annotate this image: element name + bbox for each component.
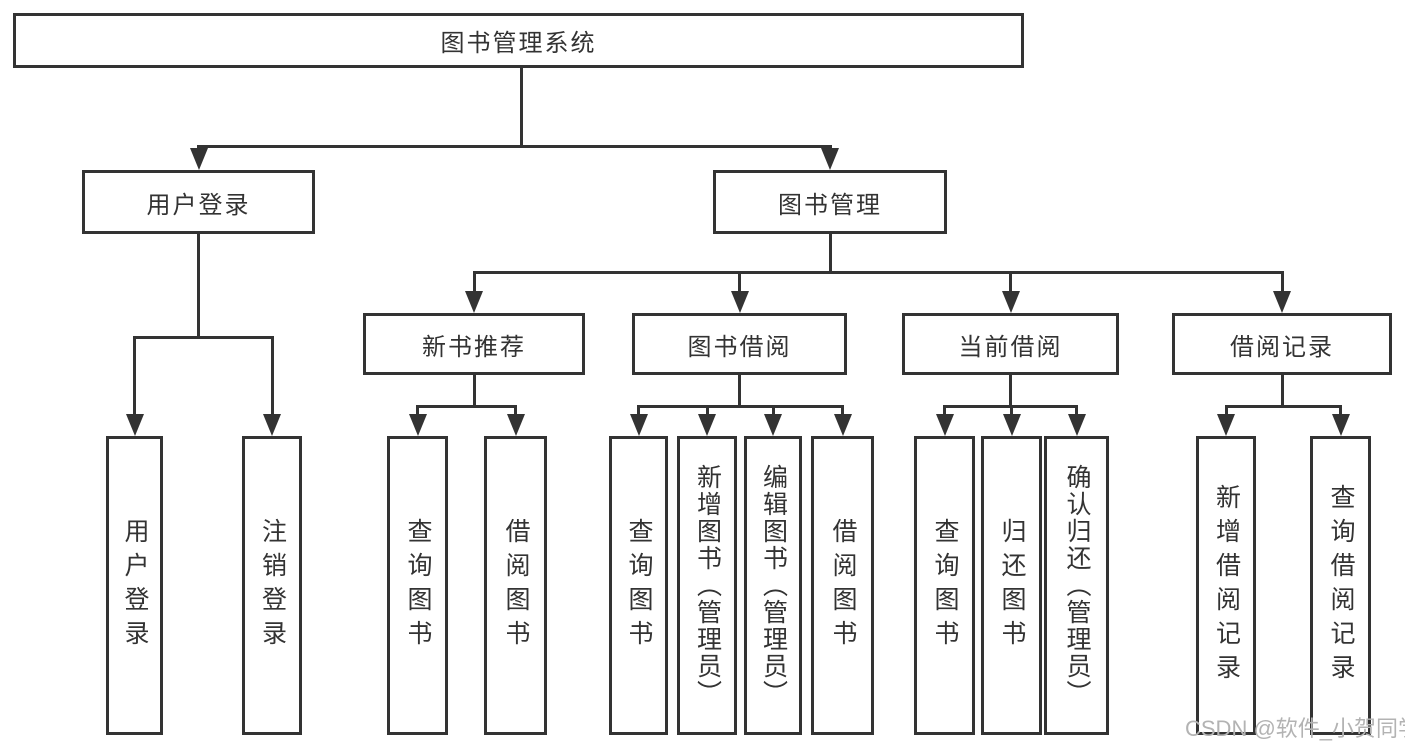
connector-line xyxy=(472,375,476,408)
connector-arrow-icon xyxy=(629,414,648,436)
connector-line xyxy=(705,405,709,420)
connector-line xyxy=(637,405,640,420)
connector-arrow-icon xyxy=(1273,291,1291,313)
connector-line xyxy=(1224,405,1342,408)
connector-line xyxy=(133,336,136,420)
connector-line xyxy=(943,405,946,420)
connector-arrow-icon xyxy=(698,414,716,436)
connector-arrow-icon xyxy=(1331,414,1350,436)
connector-line xyxy=(472,271,1284,274)
csdn-watermark: CSDN @软件_小贺同学 xyxy=(1185,716,1405,741)
node-cb-confirm-return-admin: 确认归还（管理员） xyxy=(1044,436,1109,735)
connector-arrow-icon xyxy=(1001,291,1020,313)
node-logout-leaf: 注销登录 xyxy=(242,436,302,735)
connector-line xyxy=(416,405,419,420)
connector-line xyxy=(519,68,523,148)
node-bb-borrow-books: 借阅图书 xyxy=(811,436,874,735)
node-bb-add-books-admin: 新增图书（管理员） xyxy=(677,436,737,735)
node-cb-return-books: 归还图书 xyxy=(981,436,1042,735)
connector-line xyxy=(637,405,844,408)
connector-line xyxy=(472,271,476,297)
node-bb-edit-books-admin: 编辑图书（管理员） xyxy=(744,436,802,735)
connector-arrow-icon xyxy=(1067,414,1086,436)
connector-arrow-icon xyxy=(125,414,144,436)
connector-line xyxy=(197,234,200,339)
connector-arrow-icon xyxy=(408,414,427,436)
connector-line xyxy=(133,336,274,339)
connector-line xyxy=(738,271,741,297)
connector-line xyxy=(841,405,844,420)
connector-line xyxy=(1009,375,1012,408)
connector-arrow-icon xyxy=(730,291,749,313)
connector-arrow-icon xyxy=(189,148,208,170)
node-book-management: 图书管理 xyxy=(713,170,947,234)
node-book-borrowing: 图书借阅 xyxy=(632,313,847,375)
connector-arrow-icon xyxy=(833,414,852,436)
node-nb-borrow-books: 借阅图书 xyxy=(484,436,547,735)
node-borrowing-records: 借阅记录 xyxy=(1172,313,1392,375)
node-new-book-recommendation: 新书推荐 xyxy=(363,313,585,375)
connector-line xyxy=(771,405,775,420)
connector-line xyxy=(1010,405,1013,420)
connector-arrow-icon xyxy=(465,291,483,313)
connector-line xyxy=(1009,271,1012,297)
connector-arrow-icon xyxy=(935,414,954,436)
connector-line xyxy=(514,405,517,420)
connector-arrow-icon xyxy=(263,414,281,436)
node-library-management-system: 图书管理系统 xyxy=(13,13,1024,68)
node-user-login: 用户登录 xyxy=(82,170,315,234)
node-br-query-record: 查询借阅记录 xyxy=(1310,436,1371,735)
connector-line xyxy=(270,336,274,420)
node-br-add-record: 新增借阅记录 xyxy=(1196,436,1256,735)
node-nb-query-books: 查询图书 xyxy=(387,436,448,735)
connector-line xyxy=(1280,271,1284,297)
connector-line xyxy=(1280,375,1284,408)
connector-line xyxy=(1339,405,1342,420)
node-current-borrowing: 当前借阅 xyxy=(902,313,1119,375)
connector-arrow-icon xyxy=(506,414,525,436)
connector-line xyxy=(1075,405,1078,420)
connector-line xyxy=(416,405,517,408)
node-bb-query-books: 查询图书 xyxy=(609,436,668,735)
connector-line xyxy=(828,234,832,274)
connector-line xyxy=(1224,405,1228,420)
connector-arrow-icon xyxy=(764,414,782,436)
connector-arrow-icon xyxy=(821,148,839,170)
node-cb-query-books: 查询图书 xyxy=(914,436,975,735)
connector-arrow-icon xyxy=(1002,414,1021,436)
connector-arrow-icon xyxy=(1217,414,1235,436)
connector-line xyxy=(738,375,741,408)
node-user-login-leaf: 用户登录 xyxy=(106,436,163,735)
connector-line xyxy=(197,145,832,148)
